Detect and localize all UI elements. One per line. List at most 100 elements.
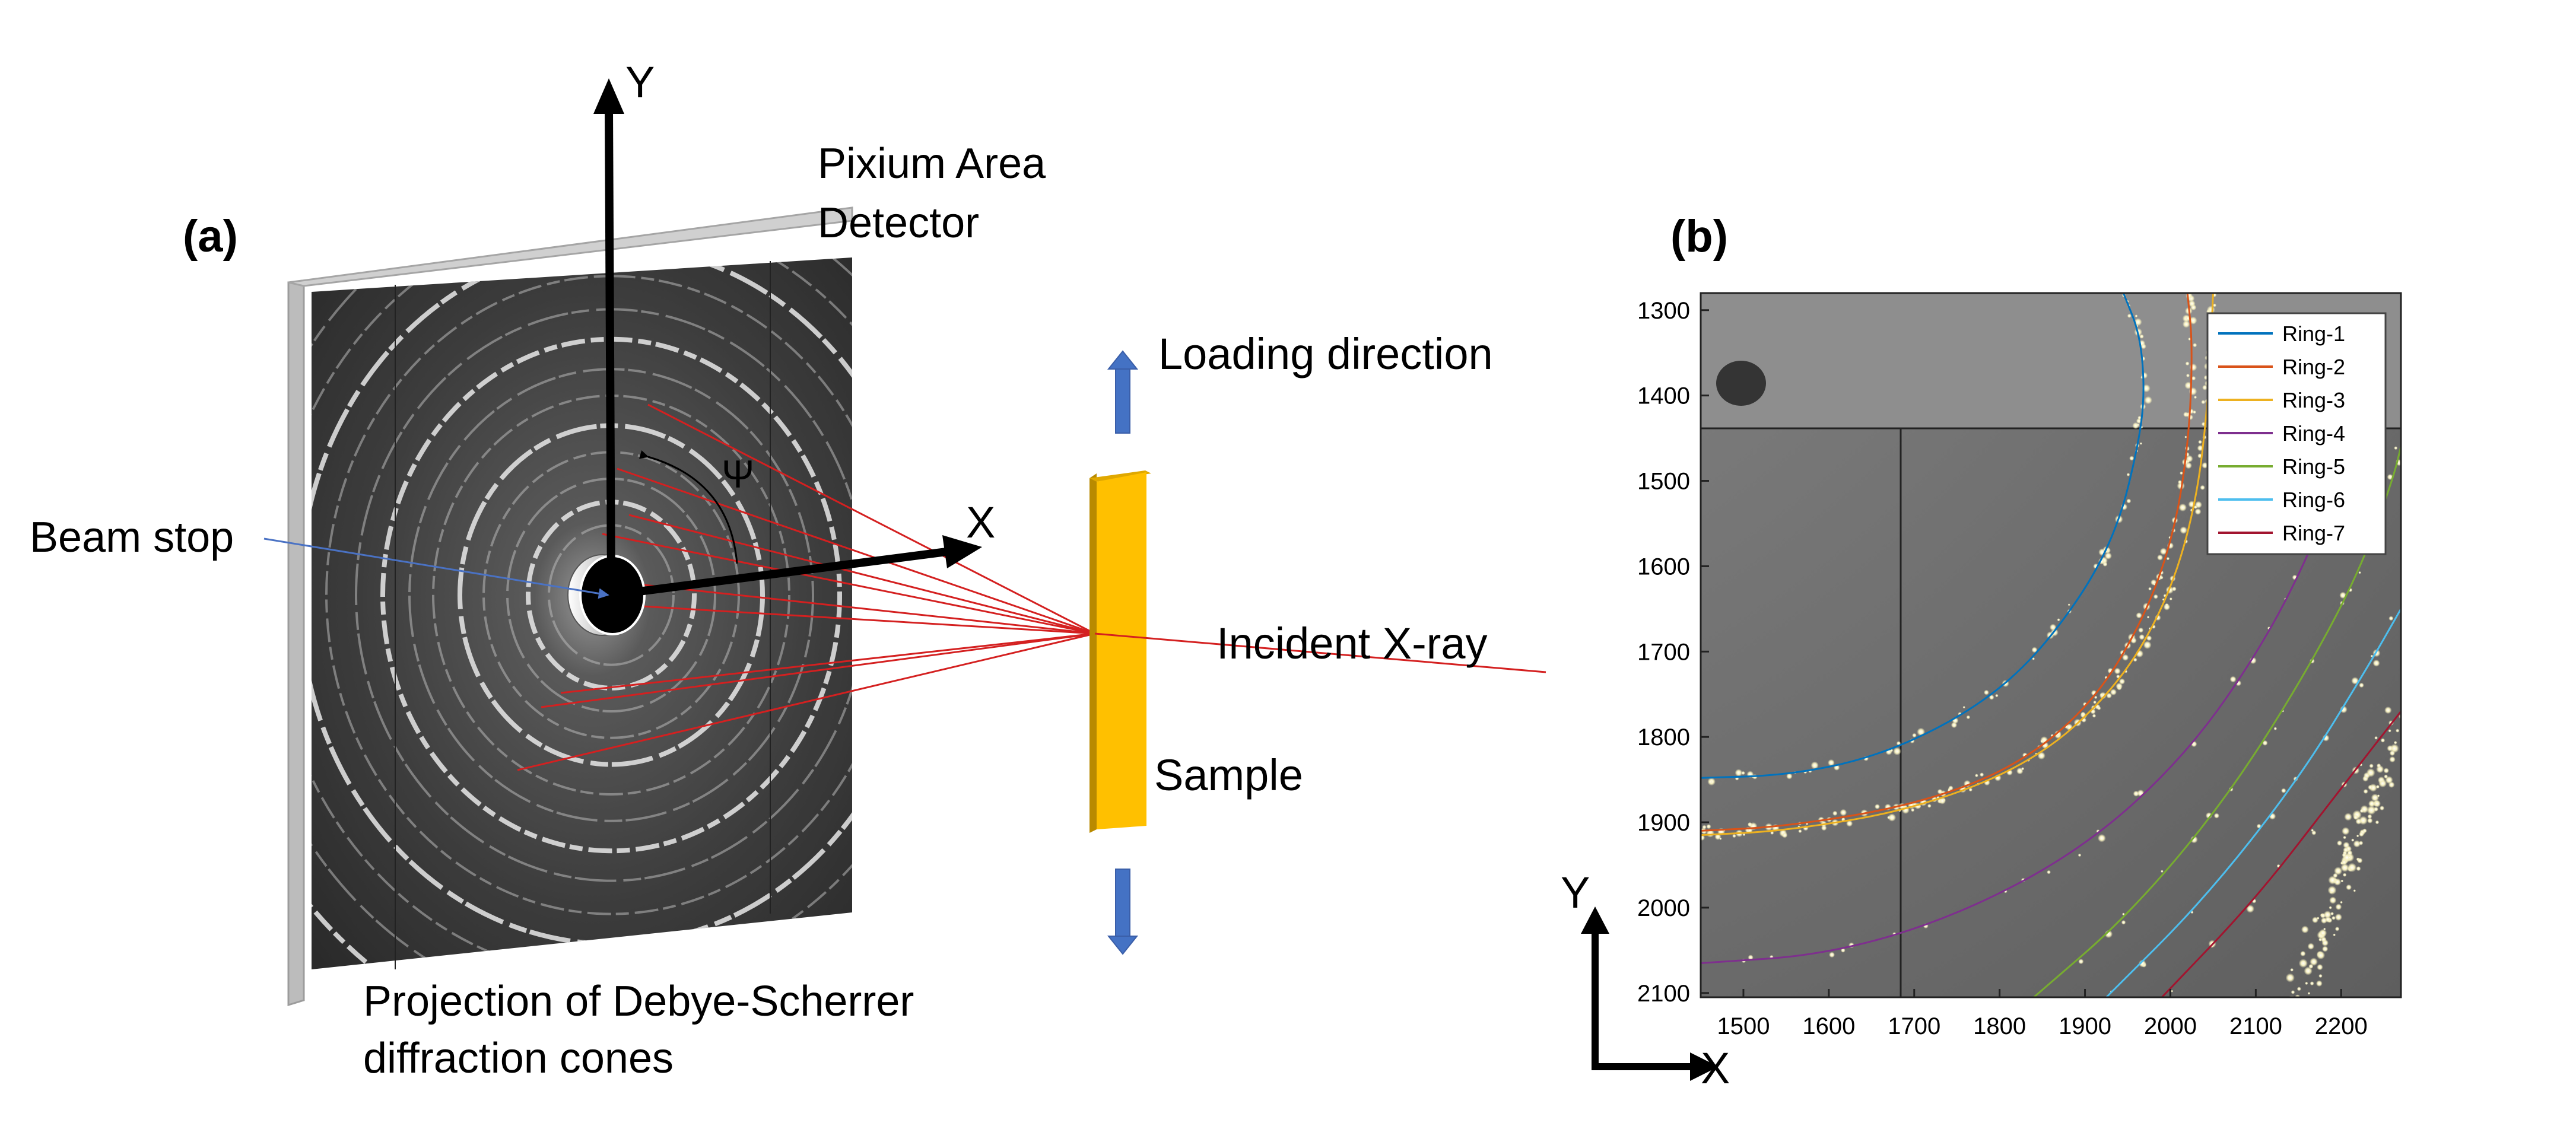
diffraction-spot [2040,739,2044,743]
diffraction-spot [2202,462,2209,469]
diffraction-spot [2358,816,2368,825]
diffraction-spot [2329,896,2337,904]
diffraction-spot [1732,834,1736,838]
diffraction-spot [2290,968,2294,972]
diffraction-spot [2363,788,2368,794]
diffraction-spot [1939,797,1946,804]
diffraction-spot [2367,818,2373,824]
diffraction-spot [2346,884,2352,890]
ref-x-label: X [1701,1044,1730,1093]
diffraction-spot [2188,300,2196,307]
ring-line-1 [1701,293,2145,779]
panel-a-y-label: Y [625,58,655,107]
diffraction-spot [1840,809,1847,816]
diffraction-spot [2184,435,2187,438]
diffraction-spot [2140,343,2146,349]
diffraction-spot [2388,729,2391,733]
diffraction-spot [2137,416,2142,420]
y-axis-arrowhead [593,78,624,114]
sample-face [1097,472,1146,829]
diffraction-spot [2359,831,2364,837]
diffraction-spot [2213,813,2219,819]
diffraction-spot [2146,615,2150,619]
legend-label-2: Ring-2 [2282,355,2345,379]
x-tick-label: 1600 [1802,1013,1855,1039]
diffraction-spot [2376,763,2381,768]
diffraction-spot [1875,804,1880,810]
sample-top [1090,470,1151,482]
diffraction-spot [1927,804,1932,808]
detector-label-line1: Pixium Area [818,140,1046,187]
diffraction-spot [1937,788,1943,794]
diffraction-spot [2016,767,2024,775]
beam-stop-label: Beam stop [30,514,234,561]
diffraction-spot [2368,784,2373,790]
diffraction-spot [2092,714,2097,718]
beam-stop-pointer [263,537,609,599]
diffraction-spot [2122,654,2129,661]
diffraction-spot [2135,314,2138,318]
diffraction-spot [2372,659,2380,667]
diffraction-spot [1887,816,1891,819]
diffraction-spot [2334,913,2342,921]
diffraction-spot [1748,955,1754,960]
x-tick-label: 1900 [2059,1013,2111,1039]
diffraction-spot [2136,612,2142,619]
diffraction-spot [2333,933,2336,937]
diffraction-spot [2373,806,2378,812]
diffraction-spot [2334,927,2340,931]
diffraction-spot [1748,822,1752,827]
diffraction-spot [2307,943,2315,950]
diffraction-spot [2400,732,2401,736]
diffraction-spot [2375,785,2380,789]
sample-side [1090,473,1097,833]
diffraction-spot [2146,635,2152,641]
diffraction-spot [2114,667,2121,675]
loading-direction-label: Loading direction [1158,329,1493,378]
diffraction-spot [2301,925,2309,934]
diffraction-spot [2356,857,2363,864]
plot-frame [1700,292,2402,998]
diffraction-spot [2356,866,2361,871]
diffraction-spot [2383,768,2389,774]
diffraction-spot [2367,814,2372,819]
detector-label-line2: Detector [818,199,979,247]
diffraction-spot [2330,912,2334,916]
diffraction-spot [1966,715,1971,720]
diffraction-spot [2032,657,2035,660]
x-tick-label: 1500 [1717,1013,1770,1039]
sample-label: Sample [1154,750,1303,800]
x-axis-arrowhead [942,535,982,568]
diffraction-spot [2193,343,2197,348]
diffraction-spot [2156,554,2164,561]
panel-b-label: (b) [1670,211,1728,262]
y-tick-label: 1900 [1637,810,1690,836]
diffraction-spot [2106,692,2112,699]
diffraction-spot [2159,548,2167,555]
diffraction-spot [2380,738,2386,743]
diffraction-spot [2346,850,2353,856]
x-tick-label: 2200 [2315,1013,2368,1039]
diffraction-spot [2340,863,2349,872]
diffraction-spot [2329,906,2332,909]
diffraction-spot [2285,973,2295,982]
diffraction-spot [2136,424,2140,427]
y-axis-arrow [605,109,615,596]
diffraction-spot [1702,825,1707,829]
projection-label-line1: Projection of Debye-Scherrer [363,978,914,1025]
diffraction-spot [2229,676,2237,683]
diffraction-spot [2358,571,2361,574]
diffraction-spot [2342,853,2346,857]
diffraction-spot [2078,853,2082,857]
diffraction-spot [2057,618,2060,622]
diffraction-spot [2139,442,2143,445]
diffraction-spot [2212,303,2216,307]
diffraction-spot [2388,781,2395,788]
diffraction-spot [2185,361,2190,366]
loading-arrow-down [1107,869,1139,955]
ring-line-6 [2105,608,2401,997]
diffraction-spot [2328,876,2337,885]
diffraction-spot [2078,959,2084,965]
diffraction-spot [1911,808,1915,812]
diffraction-spot [2151,579,2157,586]
